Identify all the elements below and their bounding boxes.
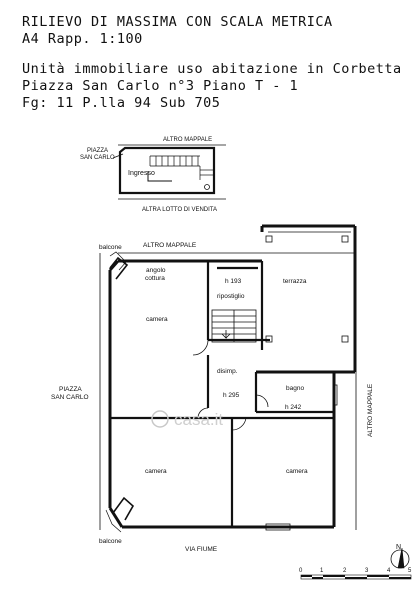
site-altro-lotto: ALTRA LOTTO DI VENDITA (142, 207, 217, 213)
scale-seg-5 (367, 575, 389, 577)
label-altro-mappale-top: ALTRO MAPPALE (143, 242, 197, 249)
label-camera-right: camera (286, 468, 308, 475)
label-altro-mappale-right: ALTRO MAPPALE (367, 383, 374, 437)
watermark: casa.it (151, 410, 223, 429)
window-bottom (265, 523, 291, 531)
north-label: N (396, 544, 401, 551)
label-camera-left: camera (145, 468, 167, 475)
watermark-text: casa.it (174, 410, 223, 429)
site-altro-mappale: ALTRO MAPPALE (163, 137, 212, 143)
site-piazza-line2: SAN CARLO (80, 155, 115, 161)
balcone-top-corner (108, 260, 120, 271)
address: Piazza San Carlo n°3 Piano T - 1 (22, 78, 299, 94)
balcone-top-rail (109, 251, 127, 271)
scale-tick-5: 5 (408, 568, 412, 574)
scale-seg-1 (301, 575, 312, 577)
scale-tick-1: 1 (320, 568, 324, 574)
cadastral-reference: Fg: 11 P.lla 94 Sub 705 (22, 95, 221, 111)
scale-seg-2 (312, 577, 323, 579)
main-plan: balcone ALTRO MAPPALE angolo cottura h 1… (51, 224, 374, 553)
label-h295: h 295 (223, 392, 240, 399)
scale-tick-2: 2 (343, 568, 347, 574)
scale-tick-0: 0 (299, 568, 303, 574)
scale-seg-4 (345, 577, 367, 579)
scale-tick-3: 3 (365, 568, 369, 574)
label-balcone-top: balcone (99, 244, 122, 251)
label-piazza-line1: PIAZZA (59, 386, 82, 393)
label-via-fiume: VIA FIUME (185, 546, 218, 553)
scale-seg-6 (389, 577, 411, 579)
door-swing-disimp (197, 407, 209, 419)
north-arrow: N (390, 544, 410, 569)
label-angolo-line2: cottura (145, 275, 165, 282)
site-entry-arrow (112, 153, 124, 159)
outer-walls (108, 224, 357, 529)
header: RILIEVO DI MASSIMA CON SCALA METRICA A4 … (22, 14, 402, 112)
site-stairs (149, 155, 214, 180)
plan-scale: A4 Rapp. 1:100 (22, 31, 143, 47)
label-camera-top: camera (146, 316, 168, 323)
scale-bar: 0 1 2 3 4 5 (299, 568, 412, 580)
scale-tick-4: 4 (387, 568, 391, 574)
window-bagno (332, 384, 338, 406)
interior-walls (110, 261, 334, 527)
site-marker-icon (204, 184, 210, 190)
scale-seg-3 (323, 575, 345, 577)
site-outline (118, 146, 216, 195)
site-inner-wall (147, 171, 172, 182)
north-arrow-pointer-icon (397, 547, 405, 569)
door-swing-bagno (255, 394, 269, 408)
plan-title: RILIEVO DI MASSIMA CON SCALA METRICA (22, 14, 333, 30)
label-ripostiglio: ripostiglio (217, 293, 245, 300)
balcone-bottom-rail (105, 509, 122, 533)
door-openings (192, 339, 338, 531)
site-ingresso: Ingresso (128, 170, 155, 177)
balcone-bottom-corner (108, 507, 124, 528)
label-h193: h 193 (225, 278, 242, 285)
unit-description: Unità immobiliare uso abitazione in Corb… (22, 61, 402, 77)
label-angolo-line1: angolo (146, 267, 166, 274)
label-h242: h 242 (285, 404, 302, 411)
door-swing (192, 339, 209, 356)
balcone-top-outline (109, 256, 129, 280)
room-labels: balcone ALTRO MAPPALE angolo cottura h 1… (51, 242, 374, 553)
stair-arrow-icon (221, 330, 231, 339)
label-piazza-line2: SAN CARLO (51, 394, 89, 401)
door-swing-camera (231, 417, 247, 431)
balcone-bottom-outline (112, 496, 135, 521)
label-balcone-bottom: balcone (99, 538, 122, 545)
site-piazza-line1: PIAZZA (87, 148, 108, 154)
interior-stairs (211, 309, 257, 343)
terrazza-details (265, 231, 351, 343)
watermark-logo-icon (151, 410, 169, 428)
site-plan: ALTRO MAPPALE PIAZZA SAN CARLO Ingresso … (80, 137, 226, 213)
label-terrazza: terrazza (283, 278, 307, 285)
label-bagno: bagno (286, 385, 304, 392)
label-disimp: disimp. (217, 368, 238, 375)
